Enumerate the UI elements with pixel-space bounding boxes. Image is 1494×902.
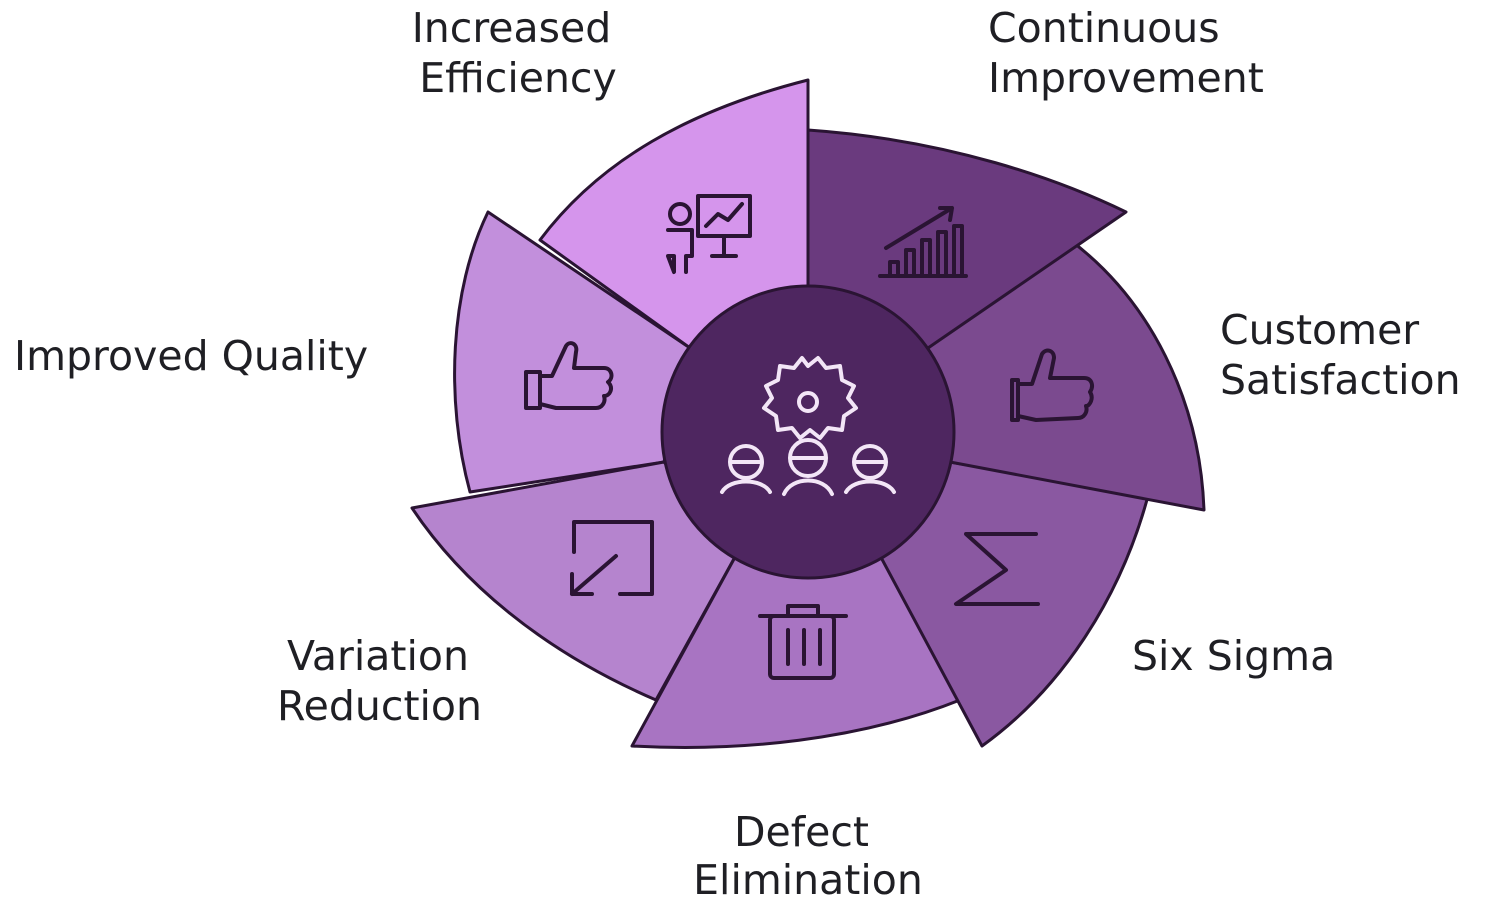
team-gear-icon xyxy=(720,356,896,496)
shrink-arrow-icon xyxy=(570,520,654,596)
segment-continuous-improvement xyxy=(806,128,1128,350)
label-six-sigma: Six Sigma xyxy=(1132,632,1335,680)
label-improved-quality: Improved Quality xyxy=(14,332,368,380)
segment-customer-satisfaction xyxy=(926,238,1206,512)
label-variation-reduction: Variation Reduction xyxy=(277,632,482,730)
thumbs-up-icon xyxy=(524,341,614,410)
segment-defect-elimination xyxy=(630,546,962,749)
trash-icon xyxy=(758,604,848,680)
thumbs-up-icon xyxy=(1010,348,1094,422)
segment-improved-quality xyxy=(453,210,692,494)
bar-chart-growth-icon xyxy=(878,206,968,278)
label-continuous-improvement: Continuous Improvement xyxy=(988,4,1264,102)
presenter-chart-icon xyxy=(666,194,752,274)
sigma-icon xyxy=(954,532,1040,606)
label-customer-satisfaction: Customer Satisfaction xyxy=(1220,306,1461,404)
label-defect-elimination: Defect Elimination xyxy=(693,808,923,902)
label-increased-efficiency: Increased Efficiency xyxy=(412,4,625,102)
segment-increased-efficiency xyxy=(538,78,810,350)
